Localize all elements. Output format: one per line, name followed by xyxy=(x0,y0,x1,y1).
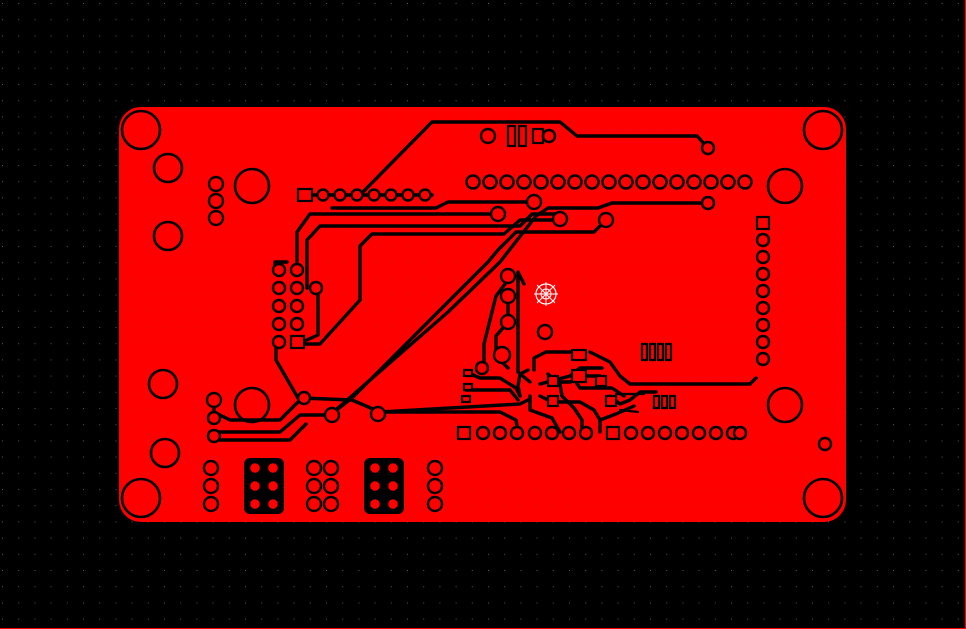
hole-connector-top xyxy=(233,167,271,205)
header-right-vertical xyxy=(755,215,771,367)
connector-bottom-2 xyxy=(244,458,284,514)
mounting-hole-bottom-left xyxy=(120,477,162,519)
mounting-holes xyxy=(120,109,844,519)
mounting-hole-top-left xyxy=(120,109,162,151)
hole-right-bottom xyxy=(766,386,804,424)
mounting-hole-bottom-right xyxy=(802,477,844,519)
header-top-row xyxy=(465,174,753,190)
header-bottom-row-left xyxy=(456,425,594,441)
mounting-hole-top-right xyxy=(802,109,844,151)
hole-left-1 xyxy=(152,152,184,184)
header-left-vertical xyxy=(207,175,225,227)
board-grid-overlay xyxy=(119,107,846,522)
header-idc xyxy=(271,262,324,350)
header-bottom-row-right xyxy=(605,425,748,441)
origin-crosshair-icon[interactable] xyxy=(534,282,558,306)
hole-left-4 xyxy=(149,437,181,469)
connector-bottom-5 xyxy=(426,459,444,513)
hole-right-top xyxy=(766,167,804,205)
header-left-row xyxy=(296,187,432,203)
vias xyxy=(205,140,716,444)
hole-left-3 xyxy=(147,368,179,400)
connector-bottom-1 xyxy=(202,459,220,513)
small-hole-right xyxy=(817,436,833,452)
connector-bottom-4 xyxy=(364,458,404,514)
connector-bottom-3 xyxy=(305,459,340,513)
smd-components xyxy=(460,342,677,410)
hole-connector-bottom xyxy=(233,386,271,424)
hole-left-2 xyxy=(152,220,184,252)
connector-top xyxy=(479,124,557,148)
